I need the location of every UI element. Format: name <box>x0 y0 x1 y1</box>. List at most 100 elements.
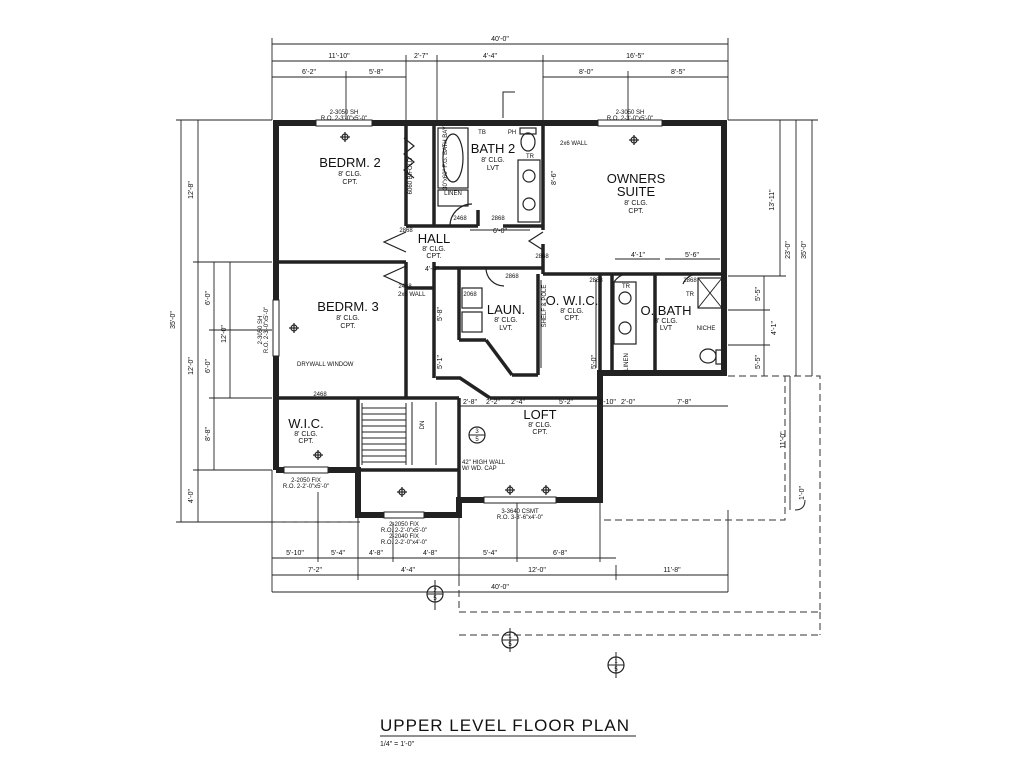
stair-dn-label: DN <box>420 421 426 430</box>
dim-top-total: 40'-0" <box>491 36 509 43</box>
dim-left-d: 6'-0" <box>205 359 212 373</box>
note-win-top-right-2: R.O. 2-3'-0"x5'-0" <box>607 116 653 122</box>
note-win-bottom-left-1: 2-2050 FIX <box>291 478 321 484</box>
room-hall-name: HALL <box>418 231 451 246</box>
svg-text:3: 3 <box>475 429 479 435</box>
door-2468-3: 2468 <box>313 392 327 398</box>
note-win-loft-2: R.O. 3-3'-6"x4'-0" <box>497 515 543 521</box>
dim-left-b: 12'-0" <box>188 357 195 375</box>
svg-text:5: 5 <box>614 667 618 673</box>
room-laun-clg: 8' CLG. <box>494 317 518 324</box>
section-marker-a: 3 5 <box>468 426 486 444</box>
note-tub: 30"x60" F.G. BATH BAY <box>443 126 449 190</box>
dim-top-b: 2'-7" <box>414 53 428 60</box>
room-owic-floor: CPT. <box>564 315 579 322</box>
door-2468-2: 2468 <box>398 284 412 290</box>
door-2868-1: 2868 <box>399 228 413 234</box>
dim-int-7-8: 7'-8" <box>677 399 691 406</box>
title-block: UPPER LEVEL FLOOR PLAN 1/4" = 1'-0" <box>380 716 636 748</box>
dim-bot-i: 12'-0" <box>528 567 546 574</box>
room-loft-floor: CPT. <box>532 429 547 436</box>
room-bedrm2-floor: CPT. <box>342 179 357 186</box>
dim-top-h: 8'-5" <box>671 69 685 76</box>
dim-bot-e: 5'-4" <box>483 550 497 557</box>
note-linen: LINEN <box>444 191 462 197</box>
note-win-bottom-left-2: R.O. 2-2'-0"x5'-0" <box>283 484 329 490</box>
room-bedrm3-clg: 8' CLG. <box>336 315 360 322</box>
dim-bot-a: 5'-10" <box>286 550 304 557</box>
top-dimensions: 40'-0" 11'-10" 2'-7" 4'-4" 16'-5" 6'-2" … <box>271 36 729 120</box>
room-owic-name: O. W.I.C. <box>546 293 599 308</box>
dim-int-4-1: 4'-1" <box>631 252 645 259</box>
dashed-outlines <box>271 375 821 636</box>
dim-int-6-0: 6'-0" <box>493 228 507 235</box>
dim-bot-c: 4'-8" <box>369 550 383 557</box>
note-win-bottom-mid-2: R.O. 2-2'-0"x5'-0" <box>381 528 427 534</box>
exterior-walls <box>273 120 727 518</box>
svg-text:2: 2 <box>433 588 437 594</box>
room-bath2-name: BATH 2 <box>471 141 516 156</box>
dim-bot-total: 40'-0" <box>491 584 509 591</box>
dim-int-5-0: 5'-0" <box>591 355 598 369</box>
room-hall-clg: 8' CLG. <box>422 246 446 253</box>
dim-bot-f: 6'-8" <box>553 550 567 557</box>
dim-right-f: 11'-0" <box>780 431 787 449</box>
dim-top-g: 8'-0" <box>579 69 593 76</box>
dim-left-a: 12'-8" <box>188 181 195 199</box>
room-bedrm2-clg: 8' CLG. <box>338 171 362 178</box>
dim-int-5-6: 5'-6" <box>685 252 699 259</box>
note-high-wall-2: W/ WD. CAP <box>462 466 497 472</box>
room-bath2-clg: 8' CLG. <box>481 157 505 164</box>
room-owners-name-2: SUITE <box>617 184 656 199</box>
room-owners-floor: CPT. <box>628 208 643 215</box>
note-tr-3: TR <box>686 292 695 298</box>
door-2468-1: 2468 <box>453 216 467 222</box>
interior-walls <box>276 123 724 500</box>
note-win-top-left-1: 2-3050 SH <box>330 110 359 116</box>
dim-int-2-4: 2'-4" <box>511 399 525 406</box>
dim-top-a: 11'-10" <box>328 53 350 60</box>
note-win-bottom-mid-3: 2-2040 FIX <box>389 534 419 540</box>
dim-left-e: 8'-8" <box>205 427 212 441</box>
section-markers: 3 5 2 5 1 5 1 5 <box>426 426 625 678</box>
svg-text:5: 5 <box>433 596 437 602</box>
dim-left-b2: 12'-0" <box>221 325 228 343</box>
dim-int-2-2: 2'-2" <box>486 399 500 406</box>
door-2868-5: 2868 <box>589 278 603 284</box>
door-2068: 2068 <box>463 292 477 298</box>
dim-bot-j: 11'-8" <box>663 567 681 574</box>
room-laun-name: LAUN. <box>487 302 525 317</box>
dim-top-f: 5'-8" <box>369 69 383 76</box>
windows <box>272 119 663 519</box>
dim-bot-g: 7'-2" <box>308 567 322 574</box>
dim-right-e: 5'-5" <box>755 355 762 369</box>
dim-right-d: 4'-1" <box>771 321 778 335</box>
dim-right-total: 35'-0" <box>801 241 808 259</box>
note-win-top-left-2: R.O. 2-3'-0"x5'-0" <box>321 116 367 122</box>
room-hall-floor: CPT. <box>426 253 441 260</box>
note-drywall-window: DRYWALL WINDOW <box>297 362 354 368</box>
bottom-dimensions: 5'-10" 5'-4" 4'-8" 4'-8" 5'-4" 6'-8" 7'-… <box>271 470 729 593</box>
note-bifold: 6060 BIFOLD <box>408 157 414 194</box>
note-shelf-pole: SHELF & POLE <box>542 285 548 328</box>
door-2868-2: 2868 <box>491 216 505 222</box>
dim-right-b: 23'-0" <box>785 241 792 259</box>
dim-top-c: 4'-4" <box>483 53 497 60</box>
note-2x6-wall-2: 2x6 WALL <box>398 292 426 298</box>
note-win-left-1: 2-3050 SH <box>258 316 264 345</box>
dim-int-5-8: 5'-8" <box>437 307 444 321</box>
dim-int-2-8: 2'-8" <box>463 399 477 406</box>
doors <box>382 137 700 291</box>
door-2868-3: 2868 <box>535 254 549 260</box>
fixtures <box>437 127 723 368</box>
note-win-loft-1: 3-3640 CSMT <box>501 509 539 515</box>
svg-text:1: 1 <box>614 659 618 665</box>
dim-left-total: 35'-0" <box>170 311 177 329</box>
svg-text:5: 5 <box>508 642 512 648</box>
note-win-top-right-1: 2-3050 SH <box>616 110 645 116</box>
note-win-bottom-mid-4: R.O. 2-2'-0"x4'-0" <box>381 540 427 546</box>
room-obath-name: O. BATH <box>640 303 691 318</box>
note-ph: PH <box>508 130 516 136</box>
light-fixtures <box>289 132 639 497</box>
